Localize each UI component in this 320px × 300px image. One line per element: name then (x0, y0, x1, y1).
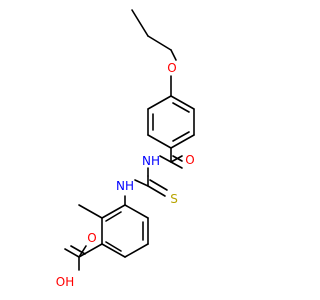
bond-cooh-co-2 (64, 248, 80, 258)
bond-propyl-2 (147, 35, 172, 51)
bond-cs-1 (147, 185, 166, 197)
ring1-bond-6 (147, 95, 172, 110)
ring2-double-3 (105, 211, 122, 222)
atom-thio-sulfur: S (170, 192, 178, 206)
bond-carbonyl-nh (159, 155, 172, 163)
bond-cs-2 (149, 179, 168, 191)
atom-labels: O O NH S NH O OH (56, 61, 195, 289)
bond-cooh-co-1 (78, 245, 87, 258)
ring2-bond-3 (124, 243, 149, 258)
bond-methyl (78, 204, 103, 219)
atom-thio-nh: NH (116, 179, 134, 193)
bond-ring-cooh (78, 243, 103, 258)
bond-carbonyl-c (170, 155, 183, 163)
atom-acid-hydroxyl: OH (56, 275, 74, 289)
ring1-double-2 (172, 131, 190, 142)
ring1-bond-3 (170, 134, 195, 149)
atom-ether-oxygen: O (167, 61, 176, 75)
bond-amide-co-2 (172, 155, 183, 162)
bond-cooh-co-3 (70, 245, 86, 255)
molecule-structure-diagram: O O NH S NH O OH (56, 9, 195, 289)
ring2-bond-4 (101, 243, 126, 258)
bonds (64, 9, 195, 271)
ring1-bond-4 (147, 134, 172, 149)
ring1-bond-1 (170, 95, 195, 110)
atom-acid-oxygen: O (87, 231, 96, 245)
ring1-double-1 (172, 102, 190, 113)
bond-thio-c-nh (134, 179, 149, 187)
atom-amide-oxygen: O (185, 153, 194, 167)
bond-amide-co-1 (170, 161, 183, 169)
bond-propyl-1 (131, 9, 149, 37)
bond-propyl-3 (170, 49, 177, 61)
ring2-bond-1 (124, 204, 149, 219)
ring2-bond-6 (101, 204, 126, 219)
ring2-double-2 (105, 241, 122, 252)
atom-amide-nh: NH (142, 154, 160, 168)
